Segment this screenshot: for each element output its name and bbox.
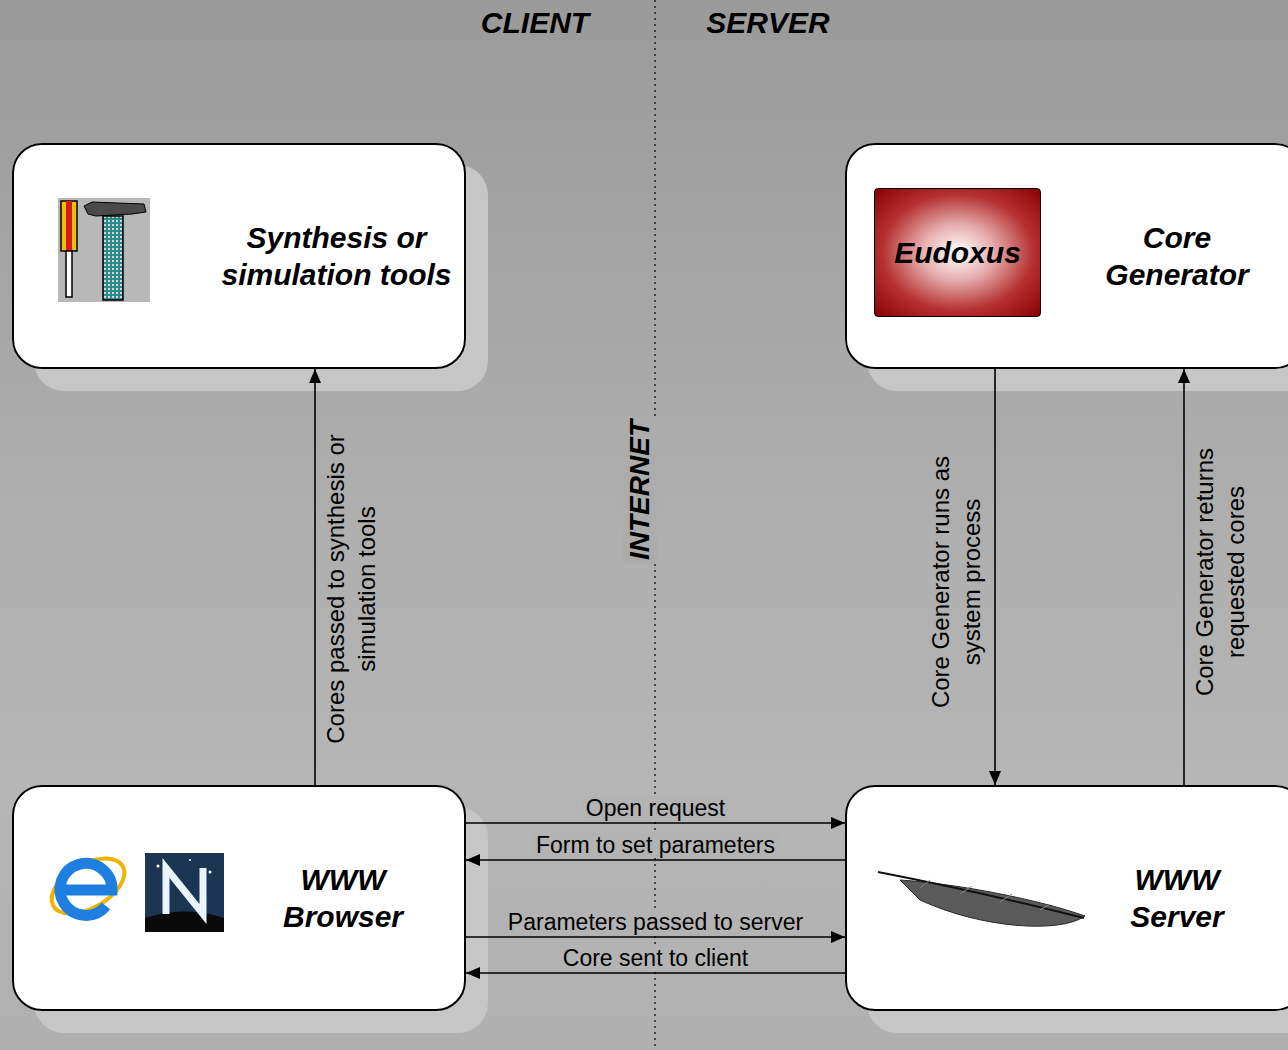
- arrow-connector: [994, 369, 996, 785]
- edge-label: Core sent to client: [560, 946, 751, 971]
- edge-label: Form to set parameters: [533, 833, 778, 858]
- ie-browser-icon: [42, 847, 133, 925]
- box-title: Eudoxus: [894, 234, 1021, 271]
- server-box: WWW Server: [845, 785, 1288, 1011]
- box-title: Core Generator: [1092, 219, 1262, 293]
- browser-box: WWW Browser: [12, 785, 466, 1011]
- side-label: CLIENT: [481, 6, 589, 40]
- tool-box: Synthesis or simulation tools: [12, 143, 466, 369]
- edge-label: Parameters passed to server: [505, 910, 806, 935]
- box-title: WWW Server: [1102, 861, 1252, 935]
- eudoxus-logo: Eudoxus: [874, 188, 1041, 317]
- edge-label: Core Generator returns requested cores: [1189, 427, 1251, 717]
- arrow-connector: [314, 369, 316, 785]
- arrow-connector: [466, 972, 845, 974]
- arrow-connector: [466, 859, 845, 861]
- arrow-connector: [466, 936, 845, 938]
- arrow-connector: [1183, 369, 1185, 785]
- edge-label: Cores passed to synthesis or simulation …: [320, 424, 382, 754]
- side-label: SERVER: [706, 6, 829, 40]
- tools-icon: [58, 198, 150, 302]
- feather-icon: [878, 872, 1085, 926]
- netscape-browser-icon: [145, 853, 224, 932]
- network-label: INTERNET: [623, 416, 657, 564]
- box-title: WWW Browser: [258, 861, 428, 935]
- box-fill: [12, 143, 1288, 1011]
- edge-label: Open request: [583, 796, 728, 821]
- box-title: Synthesis or simulation tools: [209, 219, 464, 293]
- arrow-connector: [466, 822, 845, 824]
- generator-box: Core Generator Eudoxus: [845, 143, 1288, 369]
- edge-label: Core Generator runs as system process: [925, 452, 987, 712]
